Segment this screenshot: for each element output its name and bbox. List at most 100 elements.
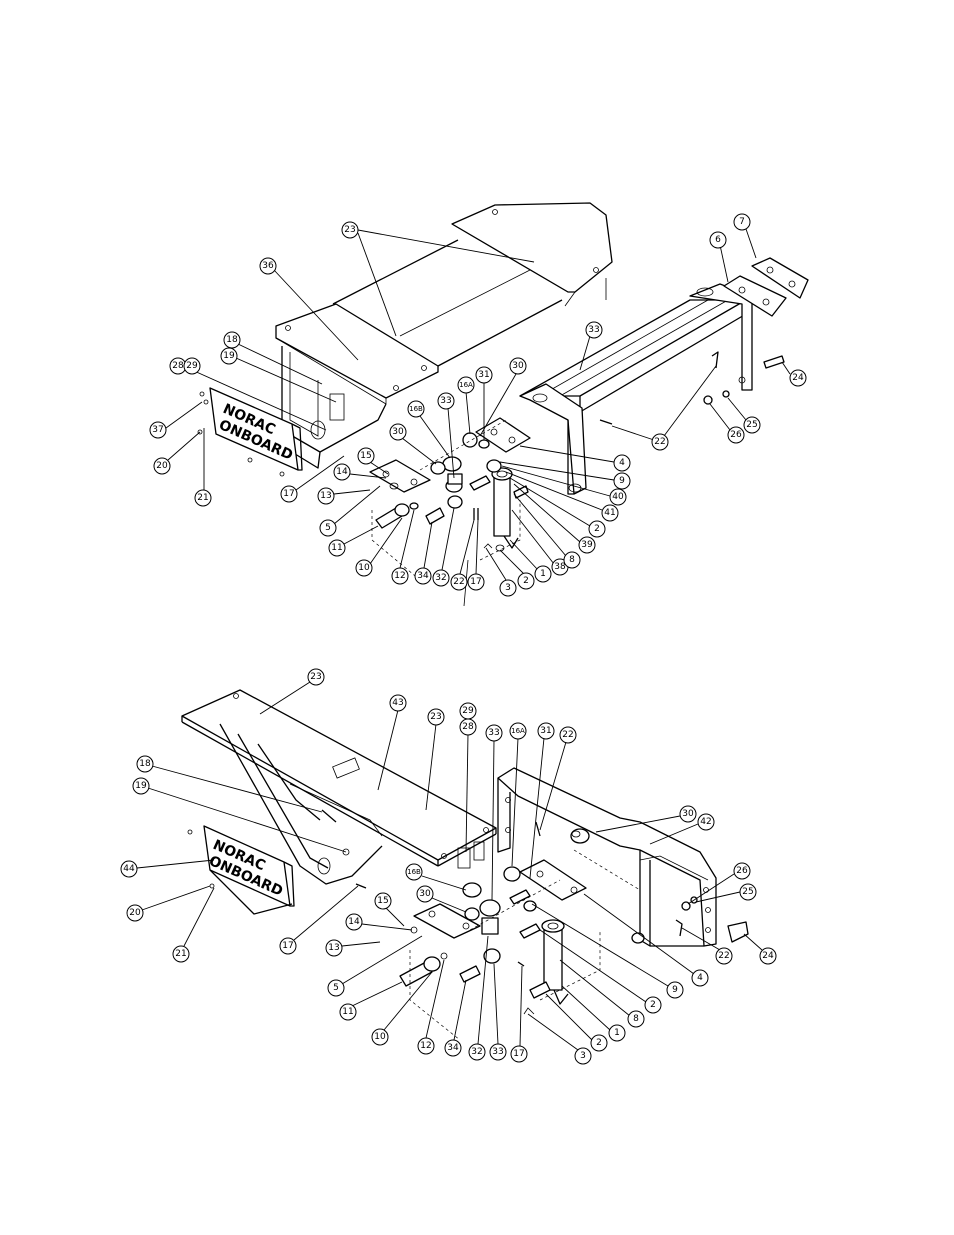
callout-bot-16B: 16B <box>406 864 422 880</box>
callout-bot-16A: 16A <box>510 723 526 739</box>
callout-bot-5: 5 <box>328 980 344 996</box>
svg-text:25: 25 <box>742 887 753 897</box>
svg-text:20: 20 <box>156 461 168 471</box>
callout-top-39: 39 <box>579 537 595 553</box>
svg-text:30: 30 <box>392 427 404 437</box>
callout-top-13: 13 <box>318 488 334 504</box>
callout-top-2a: 2 <box>518 573 534 589</box>
callout-top-14: 14 <box>334 464 350 480</box>
callout-bot-12: 12 <box>418 1038 434 1054</box>
svg-text:10: 10 <box>374 1032 386 1042</box>
callout-top-11: 11 <box>329 540 345 556</box>
callout-top-36: 36 <box>260 258 276 274</box>
svg-text:41: 41 <box>604 508 615 518</box>
callout-top-6: 6 <box>710 232 726 248</box>
callout-bot-13: 13 <box>326 940 342 956</box>
callout-top-37: 37 <box>150 422 166 438</box>
svg-text:7: 7 <box>739 217 745 227</box>
callout-bot-23a: 23 <box>308 669 324 685</box>
callout-bot-11: 11 <box>340 1004 356 1020</box>
svg-text:44: 44 <box>123 864 135 874</box>
svg-text:14: 14 <box>336 467 348 477</box>
callout-top-12: 12 <box>392 568 408 584</box>
svg-text:5: 5 <box>325 523 331 533</box>
svg-text:42: 42 <box>700 817 711 827</box>
svg-text:21: 21 <box>175 949 186 959</box>
svg-text:38: 38 <box>554 562 566 572</box>
callout-top-31: 31 <box>476 367 492 383</box>
callout-top-33b: 33 <box>438 393 454 409</box>
svg-text:13: 13 <box>320 491 331 501</box>
bottom-assembly-drawing: NORAC ONBOARD <box>182 690 748 1040</box>
callout-bot-2b: 2 <box>645 997 661 1013</box>
svg-text:19: 19 <box>135 781 147 791</box>
callout-top-19: 19 <box>221 348 237 364</box>
svg-text:14: 14 <box>348 917 360 927</box>
callout-bot-4: 4 <box>692 970 708 986</box>
svg-text:18: 18 <box>226 335 238 345</box>
callout-bot-25: 25 <box>740 884 756 900</box>
callout-top-41: 41 <box>602 505 618 521</box>
svg-text:18: 18 <box>139 759 151 769</box>
callout-top-8: 8 <box>564 552 580 568</box>
callout-top-24: 24 <box>790 370 806 386</box>
svg-text:15: 15 <box>377 896 388 906</box>
callout-top-25: 25 <box>744 417 760 433</box>
svg-text:26: 26 <box>736 866 748 876</box>
svg-text:37: 37 <box>152 425 163 435</box>
svg-text:9: 9 <box>619 476 625 486</box>
callout-top-30a: 30 <box>510 358 526 374</box>
callout-top-5: 5 <box>320 520 336 536</box>
callout-bot-26: 26 <box>734 863 750 879</box>
callout-bot-22b: 22 <box>716 948 732 964</box>
callout-top-17b: 17 <box>468 574 484 590</box>
svg-text:9: 9 <box>672 985 678 995</box>
callout-bot-19: 19 <box>133 778 149 794</box>
bottom-link-4 <box>520 860 586 900</box>
top-boom-bar <box>520 300 746 396</box>
callout-bot-15: 15 <box>375 893 391 909</box>
svg-text:33: 33 <box>440 396 451 406</box>
bottom-frame <box>498 768 716 946</box>
svg-text:4: 4 <box>697 973 703 983</box>
top-mount-bracket <box>520 384 586 494</box>
svg-text:2: 2 <box>596 1038 602 1048</box>
callout-top-16A: 16A <box>458 377 474 393</box>
svg-text:33: 33 <box>588 325 599 335</box>
svg-text:11: 11 <box>331 543 342 553</box>
svg-text:23: 23 <box>310 672 321 682</box>
svg-text:32: 32 <box>471 1047 482 1057</box>
callout-bot-18: 18 <box>137 756 153 772</box>
callout-bot-2a: 2 <box>591 1035 607 1051</box>
callout-bot-20: 20 <box>127 905 143 921</box>
svg-text:4: 4 <box>619 458 625 468</box>
callout-top-20: 20 <box>154 458 170 474</box>
callout-top-26: 26 <box>728 427 744 443</box>
top-main-plate <box>276 304 438 398</box>
svg-text:33: 33 <box>488 728 499 738</box>
callout-top-21: 21 <box>195 490 211 506</box>
svg-text:3: 3 <box>580 1051 586 1061</box>
callout-top-22a: 22 <box>451 574 467 590</box>
svg-text:26: 26 <box>730 430 742 440</box>
callout-top-16B: 16B <box>408 401 424 417</box>
callout-bot-10: 10 <box>372 1029 388 1045</box>
callout-top-34: 34 <box>415 568 431 584</box>
svg-text:6: 6 <box>715 235 721 245</box>
callout-top-2b: 2 <box>589 521 605 537</box>
svg-text:20: 20 <box>129 908 141 918</box>
svg-text:22: 22 <box>718 951 729 961</box>
svg-text:30: 30 <box>512 361 524 371</box>
svg-text:15: 15 <box>360 451 371 461</box>
svg-text:30: 30 <box>419 889 431 899</box>
callout-bot-21: 21 <box>173 946 189 962</box>
svg-text:31: 31 <box>478 370 489 380</box>
callout-top-10: 10 <box>356 560 372 576</box>
callout-top-23a: 23 <box>342 222 358 238</box>
svg-text:28: 28 <box>172 361 184 371</box>
svg-text:22: 22 <box>562 730 573 740</box>
callout-top-15: 15 <box>358 448 374 464</box>
svg-text:32: 32 <box>435 573 446 583</box>
callout-bot-28: 28 <box>460 719 476 735</box>
